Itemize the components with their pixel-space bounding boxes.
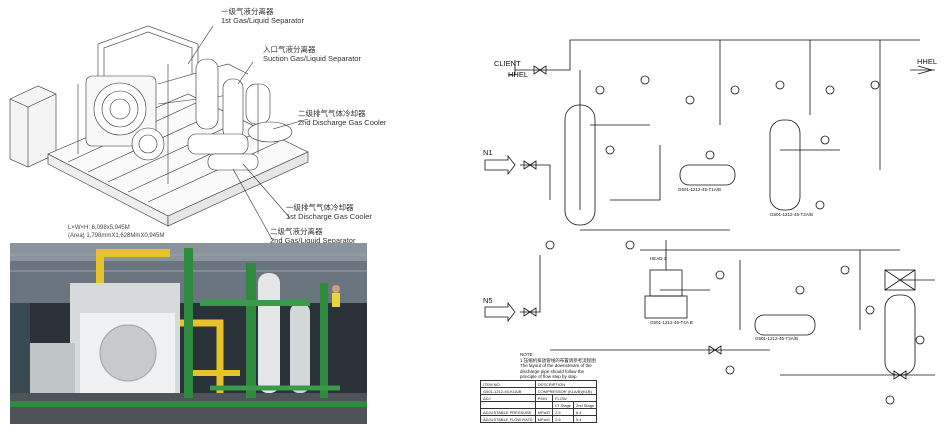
table-cell	[480, 401, 536, 409]
equipment-tag-t2: G501-1212-45-T2A/B	[770, 212, 814, 217]
table-cell: ADJ	[480, 394, 536, 402]
table-cell: PSIG	[534, 394, 554, 402]
table-cell: ADJUSTABLE PRESSURE	[480, 408, 536, 416]
photo-illustration	[10, 243, 367, 424]
pid-notes: NOTE: 1.压缩机排放管线的布置请参考流程图 The layout of t…	[520, 352, 670, 380]
table-row: ADJUSTABLE PRESSURE MPa/G 2.5 6.4	[480, 408, 598, 416]
equipment-tag-head1: HEAD 1	[650, 256, 667, 261]
n1-label: N1	[483, 148, 493, 157]
table-row: ADJUSTABLE FLOW RATE MPa/G 2.6 5.4	[480, 415, 598, 423]
table-cell: FLOW	[552, 394, 598, 402]
hhel-right-label: HHEL	[917, 57, 938, 66]
hhel-left-label: HHEL	[508, 70, 529, 79]
equipment-tag-t3: G501-1212-45-T3A/B	[755, 336, 799, 341]
dimension-text-2: (Area) 1,798mmX1,628MmX0,945M	[68, 233, 165, 239]
table-cell	[534, 401, 554, 409]
dimension-text-1: L×W×H: 6,098x5,945M	[68, 225, 130, 231]
table-cell: 2.6	[552, 415, 574, 423]
table-cell: 2nd Stage	[572, 401, 598, 409]
skid-photo	[10, 243, 367, 424]
notes-line-1: 1.压缩机排放管线的布置请参考流程图	[520, 357, 596, 363]
table-row: LT Stage 2nd Stage	[480, 401, 598, 409]
table-cell: MPa/G	[534, 408, 554, 416]
table-cell: ADJUSTABLE FLOW RATE	[480, 415, 536, 423]
table-row: ITEM NO. DESCRIPTION	[480, 380, 598, 388]
table-row: ADJ PSIG FLOW	[480, 394, 598, 402]
table-cell: MPa/G	[534, 415, 554, 423]
equipment-tag-k: G501-1212-45-T4A B	[650, 320, 693, 325]
table-cell: ITEM NO.	[480, 380, 536, 388]
table-cell: G501-1212-45-K1A/B	[480, 387, 536, 395]
pid-linework	[484, 39, 935, 405]
notes-line-3: discharge pipe should follow the	[520, 368, 585, 374]
table-cell: 2.5	[552, 408, 574, 416]
n5-label: N5	[483, 296, 493, 305]
table-cell: DESCRIPTION	[534, 380, 598, 388]
table-cell: 6.4	[572, 408, 598, 416]
compressor-data-table: ITEM NO. DESCRIPTION G501-1212-45-K1A/B …	[480, 380, 598, 423]
table-row: G501-1212-45-K1A/B COMPRESSOR (K1A/B)(K1…	[480, 387, 598, 395]
table-cell: LT Stage	[552, 401, 574, 409]
p-and-id-diagram: CLIENT HHEL N1 N5 HHEL HEAD 1 G501-1212-…	[480, 30, 938, 434]
table-cell: COMPRESSOR (K1A/B)(K1B)	[534, 387, 598, 395]
notes-line-2: The layout of the downstream of the	[520, 363, 592, 368]
equipment-tag-t1: G501-1212-45-T1A/B	[678, 187, 722, 192]
table-cell: 5.4	[572, 415, 598, 423]
notes-heading: NOTE:	[520, 352, 534, 357]
isometric-linework	[9, 25, 309, 242]
client-label: CLIENT	[494, 59, 521, 68]
notes-line-4: principle of flow step by step.	[520, 374, 578, 379]
